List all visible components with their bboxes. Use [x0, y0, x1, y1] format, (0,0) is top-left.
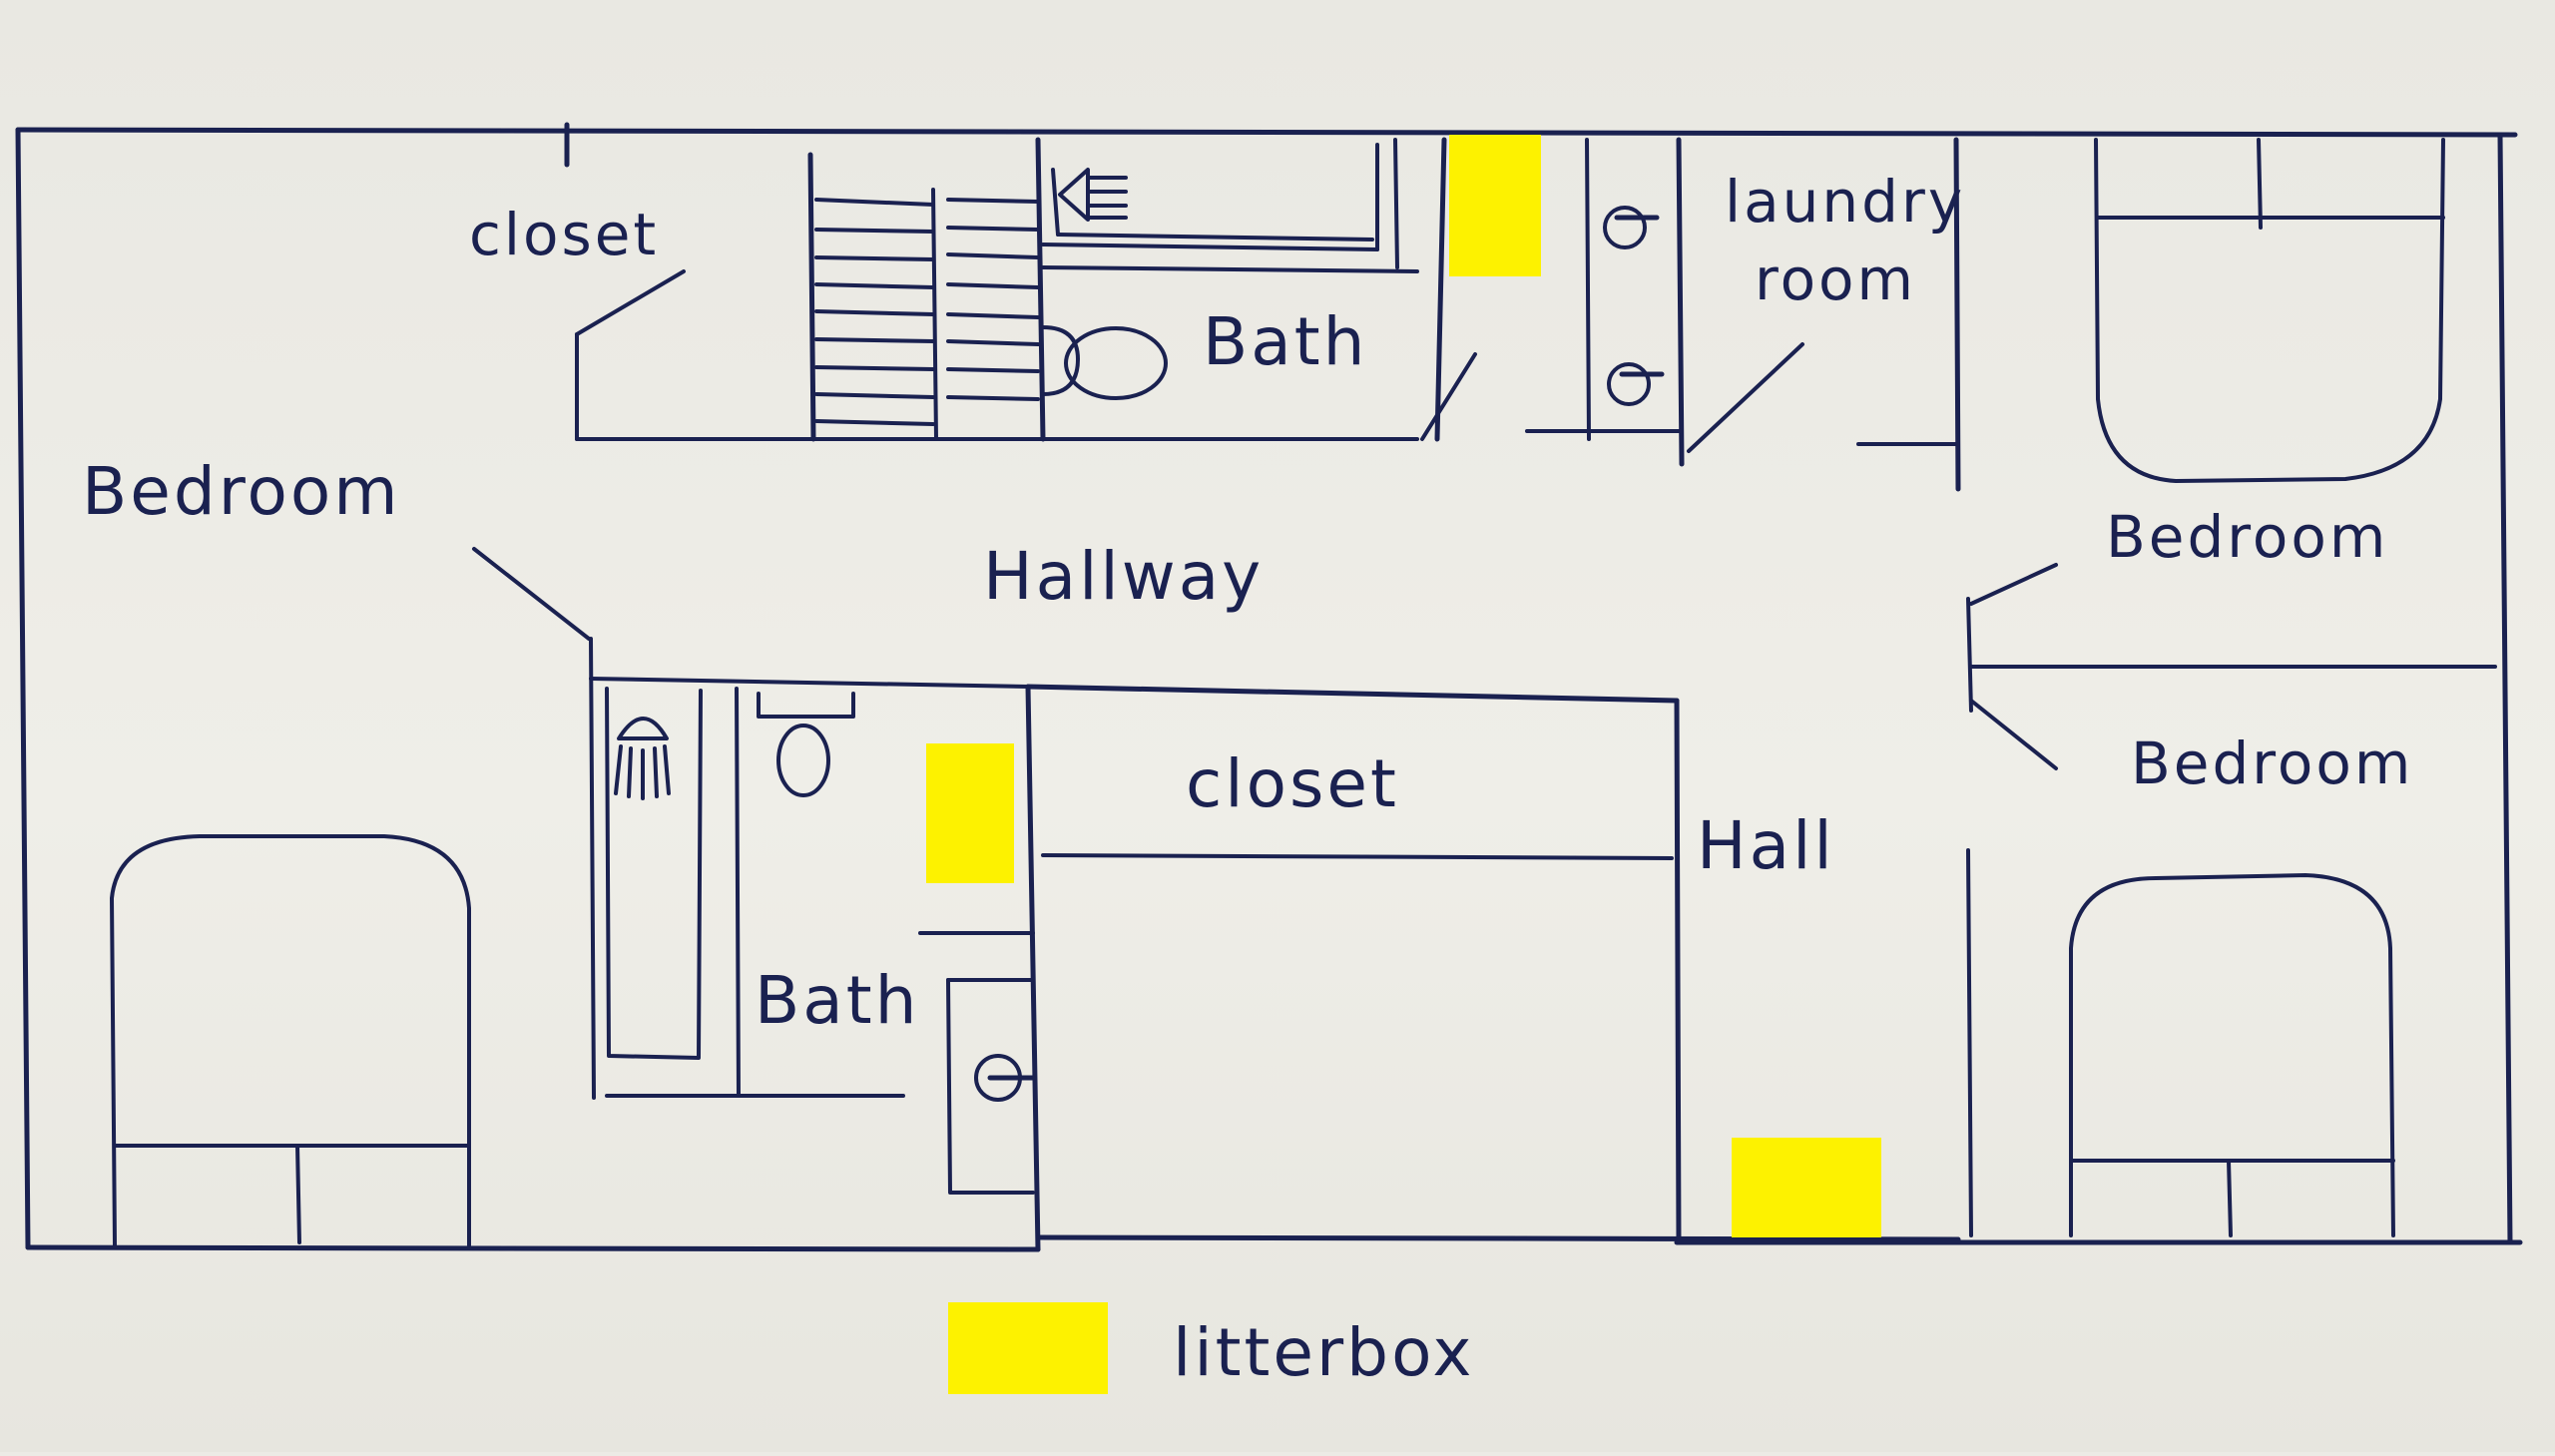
door-swing-icon	[1420, 352, 1477, 441]
door-swing-icon	[1687, 342, 1804, 453]
top-bath	[1041, 138, 1477, 441]
shower-icon	[1058, 168, 1128, 222]
shower-icon	[614, 717, 671, 800]
toilet-icon	[757, 692, 855, 797]
litterbox-markers	[926, 135, 1881, 1237]
sink-icon	[1607, 362, 1665, 406]
outer-walls	[15, 122, 2523, 1252]
laundry-area	[1603, 206, 1804, 453]
stairs-icon	[814, 188, 1040, 441]
door-swing-icon	[1969, 699, 2058, 770]
center-walls	[589, 637, 1682, 1252]
closet-top-label: closet	[469, 201, 659, 268]
bed-icon	[110, 834, 471, 1247]
laundry-label-line2: room	[1755, 245, 1916, 313]
litterbox-marker	[1732, 1138, 1881, 1237]
bed-icon	[2069, 873, 2395, 1237]
hall-bottom-wall	[1035, 1234, 1961, 1242]
bed-icon	[2094, 138, 2445, 483]
top-row-walls	[575, 137, 1961, 492]
bedroom-left-label: Bedroom	[82, 453, 401, 530]
laundry-label-line1: laundry	[1725, 168, 1965, 236]
door-swing-icon	[472, 547, 591, 641]
hall-label: Hall	[1697, 807, 1835, 884]
litterbox-marker	[1449, 135, 1541, 276]
bath-top-label: Bath	[1203, 303, 1367, 380]
sink-icon	[1603, 206, 1660, 249]
left-bedroom	[110, 547, 591, 1247]
bedroom-right-top-label: Bedroom	[2106, 503, 2388, 571]
sink-icon	[974, 1054, 1036, 1102]
bottom-bath	[605, 687, 1036, 1195]
hallway-label: Hallway	[983, 538, 1264, 615]
litterbox-legend-label: litterbox	[1173, 1314, 1474, 1391]
litterbox-legend-swatch	[948, 1302, 1108, 1394]
toilet-icon	[1041, 325, 1168, 400]
bedroom-right-bottom-label: Bedroom	[2131, 729, 2413, 797]
room-labels: closet Bath laundry room Bedroom Hallway…	[82, 168, 2413, 1039]
litterbox-marker	[926, 743, 1014, 883]
door-swing-icon	[1969, 563, 2058, 606]
legend: litterbox	[948, 1302, 1474, 1394]
bath-bottom-label: Bath	[755, 962, 919, 1039]
closet-middle-label: closet	[1186, 745, 1399, 822]
right-bedrooms	[1966, 138, 2497, 1237]
